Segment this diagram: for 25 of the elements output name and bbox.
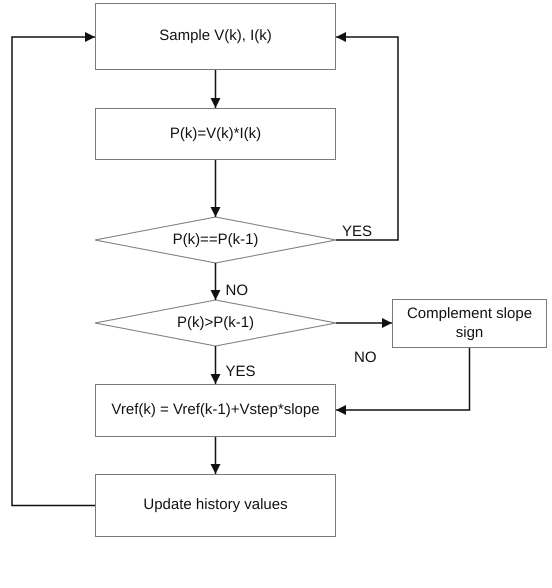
edge-label: NO xyxy=(224,283,250,298)
edge-label: YES xyxy=(224,364,258,379)
arrow xyxy=(11,32,95,506)
arrow xyxy=(210,263,220,300)
arrow xyxy=(210,437,220,474)
arrow xyxy=(210,346,220,384)
edge-label: NO xyxy=(352,350,378,365)
node-text: Sample V(k), I(k) xyxy=(159,27,272,46)
node-text: P(k)==P(k-1) xyxy=(172,230,258,250)
arrow xyxy=(336,318,392,328)
node-text: P(k)=V(k)*I(k) xyxy=(170,124,262,144)
arrow xyxy=(210,160,220,217)
arrow xyxy=(336,32,399,241)
node-text: Update history values xyxy=(143,496,288,515)
node-text: Complement slope sign xyxy=(406,304,534,342)
process-box xyxy=(95,108,336,160)
process-box xyxy=(95,3,336,70)
process-box xyxy=(95,384,336,437)
node-text: P(k)>P(k-1) xyxy=(176,314,254,332)
node-text: Vref(k) = Vref(k-1)+Vstep*slope xyxy=(111,401,320,420)
process-box xyxy=(392,299,547,348)
process-box xyxy=(95,474,336,537)
edge-label: YES xyxy=(340,224,374,239)
arrow xyxy=(336,348,470,415)
arrow xyxy=(210,70,220,108)
